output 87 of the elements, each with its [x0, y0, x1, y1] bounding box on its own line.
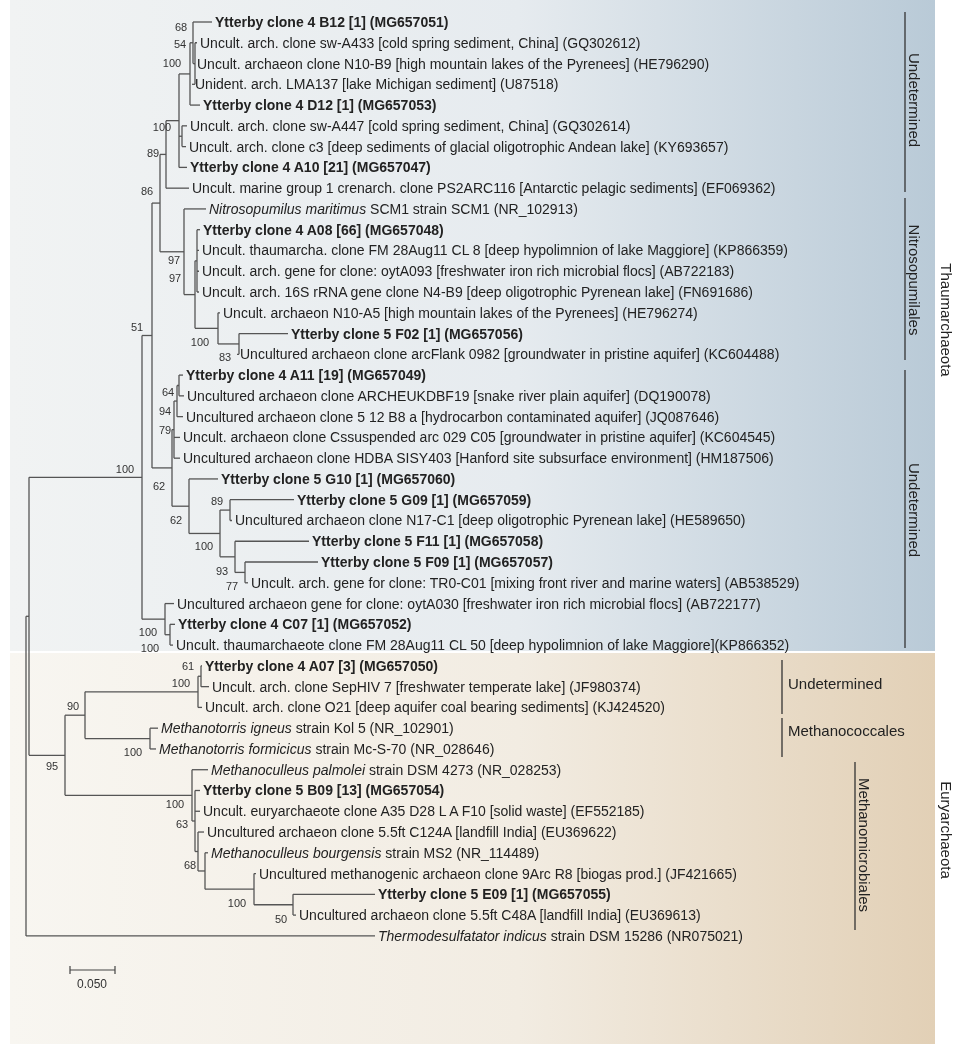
bootstrap-value: 61: [181, 660, 195, 672]
taxon-label: Uncult. archaeon clone Cssuspended arc 029 C05 [groundwater in pristine aquifer] (KC604545): [183, 428, 776, 447]
bootstrap-value: 68: [174, 21, 188, 33]
taxon-label: Unident. arch. LMA137 [lake Michigan sediment] (U87518): [195, 75, 559, 94]
taxon-label: Ytterby clone 5 B09 [13] (MG657054): [203, 781, 445, 800]
bootstrap-value: 62: [169, 514, 183, 526]
taxon-label: Uncult. archaeon clone N10-B9 [high mountain lakes of the Pyrenees] (HE796290): [197, 54, 710, 73]
taxon-label: Ytterby clone 5 F09 [1] (MG657057): [321, 553, 553, 571]
bootstrap-value: 62: [152, 480, 166, 492]
clade-label: Euryarchaeota: [937, 781, 955, 879]
taxon-label: Ytterby clone 4 A11 [19] (MG657049): [186, 366, 426, 385]
scale-value: 0.050: [77, 978, 107, 990]
taxon-label: Uncult. arch. gene for clone: oytA093 [freshwater iron rich microbial flocs] (AB722183): [202, 262, 735, 281]
bootstrap-value: 100: [115, 463, 135, 475]
bootstrap-value: 77: [225, 580, 239, 592]
taxon-label: Nitrosopumilus maritimus SCM1 strain SCM1 (NR_102913): [209, 199, 578, 218]
taxon-label: Uncult. archaeon N10-A5 [high mountain lakes of the Pyrenees] (HE796274): [223, 303, 698, 322]
taxon-label: Uncultured archaeon clone ARCHEUKDBF19 [snake river plain aquifer] (DQ190078): [187, 386, 711, 405]
clade-label: Undetermined: [905, 52, 923, 148]
taxon-label: Uncultured archaeon clone 5 12 B8 a [hydrocarbon contaminated aquifer] (JQ087646): [186, 407, 720, 426]
bootstrap-value: 94: [158, 405, 172, 417]
bootstrap-value: 90: [66, 700, 80, 712]
taxon-label: Ytterby clone 4 A08 [66] (MG657048): [203, 220, 444, 239]
bootstrap-value: 68: [183, 859, 197, 871]
taxon-label: Uncult. thaumarchaeote clone FM 28Aug11 CL 50 [deep hypolimnion of lake Maggiore](KP866352): [176, 636, 790, 655]
clade-label: Thaumarchaeota: [937, 263, 955, 377]
taxon-label: Methanoculleus palmolei strain DSM 4273 (NR_028253): [211, 760, 562, 779]
taxon-label: Uncultured archaeon clone arcFlank 0982 [groundwater in pristine aquifer] (KC604488): [240, 345, 780, 364]
bootstrap-value: 89: [210, 495, 224, 507]
taxon-label: Uncult. marine group 1 crenarch. clone PS2ARC116 [Antarctic pelagic sediments] (EF069362): [192, 179, 776, 198]
taxon-label: Ytterby clone 4 A10 [21] (MG657047): [190, 158, 431, 177]
bootstrap-value: 100: [140, 642, 160, 654]
taxon-label: Ytterby clone 5 F02 [1] (MG657056): [291, 324, 523, 343]
bootstrap-value: 100: [190, 336, 210, 348]
taxon-label: Methanotorris igneus strain Kol 5 (NR_102901): [161, 719, 454, 738]
bootstrap-value: 83: [218, 351, 232, 363]
taxon-label: Ytterby clone 4 D12 [1] (MG657053): [203, 96, 437, 115]
taxon-label: Methanotorris formicicus strain Mc-S-70 (NR_028646): [159, 739, 495, 758]
bootstrap-value: 64: [161, 386, 175, 398]
taxon-label: Ytterby clone 4 B12 [1] (MG657051): [215, 13, 449, 31]
taxon-label: Methanoculleus bourgensis strain MS2 (NR_114489): [211, 843, 540, 862]
bootstrap-value: 100: [194, 540, 214, 552]
bootstrap-value: 79: [158, 424, 172, 436]
bootstrap-value: 100: [165, 798, 185, 810]
clade-label: Methanomicrobiales: [855, 777, 873, 913]
bootstrap-value: 95: [45, 760, 59, 772]
bootstrap-value: 97: [167, 254, 181, 266]
taxon-label: Uncult. arch. gene for clone: TR0-C01 [mixing front river and marine waters] (AB538529): [251, 573, 800, 592]
taxon-label: Uncult. arch. 16S rRNA gene clone N4-B9 [deep oligotrophic Pyrenean lake] (FN691686): [202, 283, 753, 301]
taxon-label: Ytterby clone 5 F11 [1] (MG657058): [312, 532, 544, 551]
bootstrap-value: 97: [168, 272, 182, 284]
taxon-label: Uncultured archaeon clone HDBA SISY403 [Hanford site subsurface environment] (HM187506): [183, 449, 774, 468]
bootstrap-value: 100: [152, 121, 172, 133]
taxon-label: Uncultured archaeon gene for clone: oytA030 [freshwater iron rich microbial flocs] (AB722177): [177, 594, 761, 613]
bootstrap-value: 50: [274, 913, 288, 925]
taxon-label: Uncultured archaeon clone 5.5ft C48A [landfill India] (EU369613): [299, 906, 701, 925]
clade-label: Methanococcales: [788, 722, 905, 740]
bootstrap-value: 86: [140, 185, 154, 197]
clade-label: Nitrosopumilales: [905, 224, 923, 336]
taxon-label: Uncult. euryarchaeote clone A35 D28 L A F10 [solid waste] (EF552185): [203, 802, 645, 821]
taxon-label: Ytterby clone 5 E09 [1] (MG657055): [378, 885, 611, 904]
taxon-label: Uncult. arch. clone c3 [deep sediments of glacial oligotrophic Andean lake] (KY693657): [189, 137, 729, 156]
bootstrap-value: 89: [146, 147, 160, 159]
taxon-label: Uncult. arch. clone sw-A447 [cold spring sediment, China] (GQ302614): [190, 116, 631, 135]
taxon-label: Ytterby clone 4 C07 [1] (MG657052): [178, 615, 412, 634]
taxon-label: Uncult. thaumarcha. clone FM 28Aug11 CL 8 [deep hypolimnion of lake Maggiore] (KP866359): [202, 241, 788, 260]
taxon-label: Uncult. arch. clone O21 [deep aquifer coal bearing sediments] (KJ424520): [205, 698, 665, 717]
taxon-label: Uncult. arch. clone sw-A433 [cold spring sediment, China] (GQ302612): [200, 33, 641, 52]
bootstrap-value: 100: [138, 626, 158, 638]
bootstrap-value: 51: [130, 321, 144, 333]
taxon-label: Ytterby clone 5 G10 [1] (MG657060): [221, 469, 456, 488]
taxon-label: Uncult. arch. clone SepHIV 7 [freshwater temperate lake] (JF980374): [212, 677, 641, 696]
taxon-label: Uncultured archaeon clone N17-C1 [deep oligotrophic Pyrenean lake] (HE589650): [235, 511, 746, 530]
taxon-label: Ytterby clone 4 A07 [3] (MG657050): [205, 656, 438, 675]
taxon-label: Uncultured methanogenic archaeon clone 9Arc R8 [biogas prod.] (JF421665): [259, 864, 737, 883]
bootstrap-value: 54: [173, 38, 187, 50]
clade-label: Undetermined: [788, 675, 883, 693]
bootstrap-value: 100: [171, 677, 191, 689]
taxon-label: Uncultured archaeon clone 5.5ft C124A [landfill India] (EU369622): [207, 823, 617, 841]
clade-label: Undetermined: [905, 462, 923, 558]
taxon-label: Thermodesulfatator indicus strain DSM 15286 (NR075021): [378, 926, 743, 945]
bootstrap-value: 63: [175, 818, 189, 830]
bootstrap-value: 100: [227, 897, 247, 909]
bootstrap-value: 93: [215, 565, 229, 577]
bootstrap-value: 100: [123, 746, 143, 758]
bootstrap-value: 100: [162, 57, 182, 69]
taxon-label: Ytterby clone 5 G09 [1] (MG657059): [297, 490, 532, 509]
